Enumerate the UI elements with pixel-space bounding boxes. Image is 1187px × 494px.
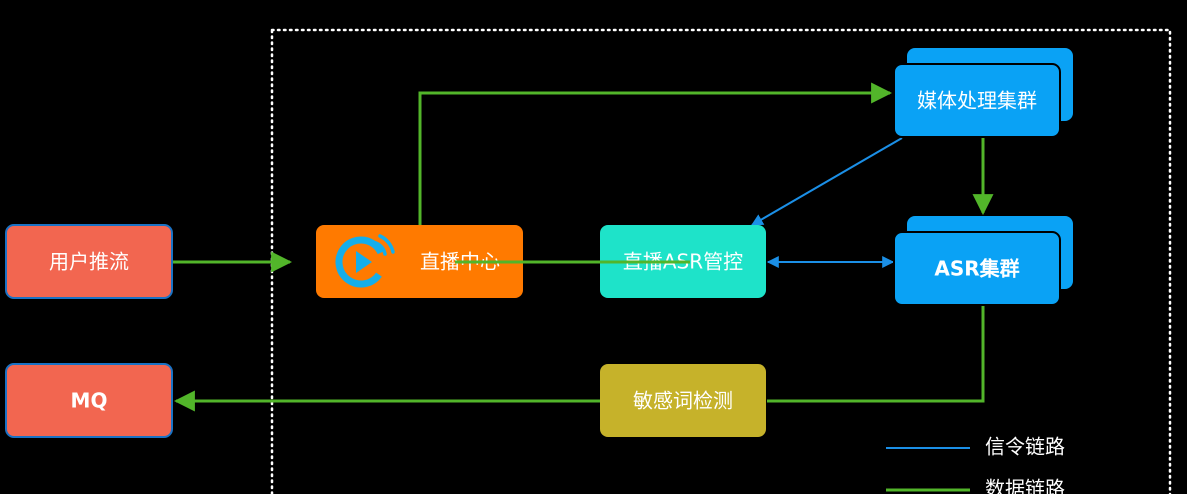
node-live-center: 直播中心 — [316, 225, 523, 298]
node-asr-cluster-label: ASR集群 — [934, 257, 1019, 281]
node-asr-cluster: ASR集群 — [893, 216, 1073, 306]
legend-data-label: 数据链路 — [985, 477, 1065, 494]
legend: 信令链路 数据链路 — [886, 435, 1065, 494]
edge-live-to-media — [418, 82, 893, 225]
edge-asr-to-sensitive — [767, 306, 985, 403]
node-media-cluster-label: 媒体处理集群 — [917, 89, 1037, 113]
node-media-cluster: 媒体处理集群 — [893, 48, 1073, 138]
node-user-push-label: 用户推流 — [49, 250, 129, 274]
live-broadcast-icon — [335, 234, 395, 288]
legend-signal-label: 信令链路 — [985, 435, 1065, 459]
node-user-push: 用户推流 — [5, 224, 173, 299]
node-sensitive-detect-label: 敏感词检测 — [633, 389, 733, 413]
edge-signal-asr-media — [750, 137, 903, 226]
node-mq-label: MQ — [71, 389, 108, 413]
node-sensitive-detect: 敏感词检测 — [600, 364, 766, 437]
node-mq: MQ — [5, 363, 173, 438]
